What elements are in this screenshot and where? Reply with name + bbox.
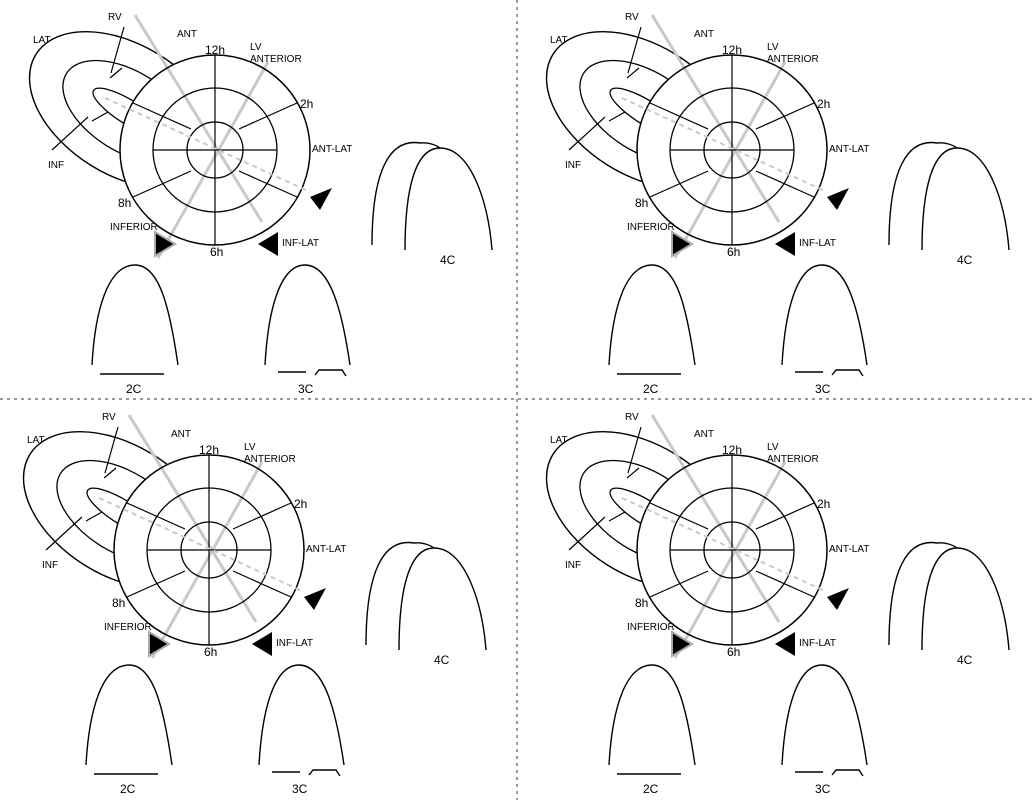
label-lv: LV xyxy=(250,42,262,53)
label-inferior: INFERIOR xyxy=(627,222,675,233)
label-inferior: INFERIOR xyxy=(110,222,158,233)
label-lv: LV xyxy=(767,442,779,453)
label-lv: LV xyxy=(767,42,779,53)
label-ant: ANT xyxy=(177,29,197,40)
label-2h: 2h xyxy=(294,497,307,511)
label-2c: 2C xyxy=(643,782,659,796)
label-6h: 6h xyxy=(204,645,217,659)
label-8h: 8h xyxy=(112,596,125,610)
label-ant: ANT xyxy=(171,429,191,440)
label-inf: INF xyxy=(565,560,581,571)
panel-drawing xyxy=(517,397,1011,778)
label-2h: 2h xyxy=(817,497,830,511)
label-6h: 6h xyxy=(210,245,223,259)
label-inferior: INFERIOR xyxy=(104,622,152,633)
label-3c: 3C xyxy=(815,782,831,796)
label-anterior: ANTERIOR xyxy=(767,54,819,65)
label-inferior: INFERIOR xyxy=(627,622,675,633)
label-rv: RV xyxy=(108,12,122,23)
label-12h: 12h xyxy=(722,443,742,457)
label-3c: 3C xyxy=(815,382,831,396)
label-6h: 6h xyxy=(727,245,740,259)
label-rv: RV xyxy=(102,412,116,423)
label-ant-lat: ANT-LAT xyxy=(829,144,869,155)
label-rv: RV xyxy=(625,12,639,23)
label-ant-lat: ANT-LAT xyxy=(306,544,346,555)
label-2c: 2C xyxy=(120,782,136,796)
label-inf: INF xyxy=(48,160,64,171)
label-inf-lat: INF-LAT xyxy=(799,238,836,249)
label-2c: 2C xyxy=(126,382,142,396)
panel-drawing xyxy=(517,0,1011,378)
label-ant-lat: ANT-LAT xyxy=(312,144,352,155)
panel-drawing xyxy=(0,0,494,378)
label-2h: 2h xyxy=(300,97,313,111)
label-inf-lat: INF-LAT xyxy=(799,638,836,649)
label-anterior: ANTERIOR xyxy=(250,54,302,65)
label-4c: 4C xyxy=(957,253,973,267)
label-lat: LAT xyxy=(550,435,568,446)
label-lat: LAT xyxy=(550,35,568,46)
label-4c: 4C xyxy=(957,653,973,667)
label-4c: 4C xyxy=(434,653,450,667)
label-12h: 12h xyxy=(722,43,742,57)
label-lat: LAT xyxy=(33,35,51,46)
label-rv: RV xyxy=(625,412,639,423)
label-lat: LAT xyxy=(27,435,45,446)
label-8h: 8h xyxy=(635,596,648,610)
label-4c: 4C xyxy=(440,253,456,267)
label-lv: LV xyxy=(244,442,256,453)
label-inf: INF xyxy=(42,560,58,571)
label-ant-lat: ANT-LAT xyxy=(829,544,869,555)
label-2h: 2h xyxy=(817,97,830,111)
label-2c: 2C xyxy=(643,382,659,396)
label-inf-lat: INF-LAT xyxy=(282,238,319,249)
label-12h: 12h xyxy=(199,443,219,457)
label-anterior: ANTERIOR xyxy=(244,454,296,465)
label-8h: 8h xyxy=(635,196,648,210)
label-3c: 3C xyxy=(292,782,308,796)
label-ant: ANT xyxy=(694,429,714,440)
label-3c: 3C xyxy=(298,382,314,396)
label-8h: 8h xyxy=(118,196,131,210)
label-6h: 6h xyxy=(727,645,740,659)
panel-drawing xyxy=(0,397,488,778)
label-12h: 12h xyxy=(205,43,225,57)
label-inf: INF xyxy=(565,160,581,171)
label-ant: ANT xyxy=(694,29,714,40)
label-inf-lat: INF-LAT xyxy=(276,638,313,649)
label-anterior: ANTERIOR xyxy=(767,454,819,465)
